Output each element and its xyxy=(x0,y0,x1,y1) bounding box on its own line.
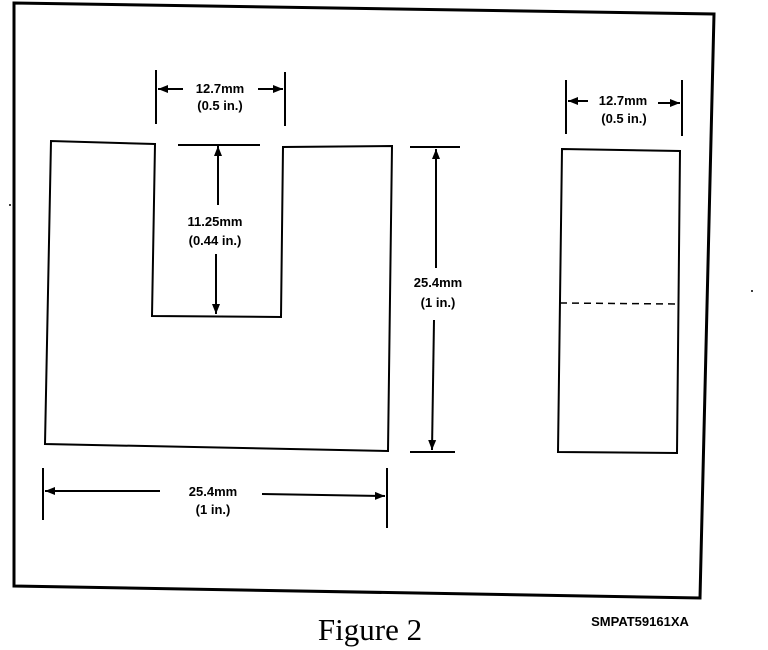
figure-caption: Figure 2 xyxy=(318,612,422,647)
block-width-metric: 25.4mm xyxy=(189,484,237,499)
side-view-hidden-line xyxy=(559,302,679,305)
block-width-dimension: 25.4mm (1 in.) xyxy=(42,468,388,528)
dimension-arrow-right xyxy=(261,491,386,500)
slot-width-dimension: 12.7mm (0.5 in.) xyxy=(155,70,286,126)
block-height-imperial: (1 in.) xyxy=(421,295,456,310)
figure-code: SMPAT59161XA xyxy=(591,614,689,629)
slot-depth-imperial: (0.44 in.) xyxy=(189,233,242,248)
slot-depth-dimension: 11.25mm (0.44 in.) xyxy=(188,146,243,314)
slot-width-metric: 12.7mm xyxy=(196,81,244,96)
block-width-imperial: (1 in.) xyxy=(196,502,231,517)
speck xyxy=(9,204,11,206)
side-width-metric: 12.7mm xyxy=(599,93,647,108)
side-width-imperial: (0.5 in.) xyxy=(601,111,647,126)
slot-width-imperial: (0.5 in.) xyxy=(197,98,243,113)
dimension-arrow-down xyxy=(428,319,437,451)
block-height-dimension: 25.4mm (1 in.) xyxy=(410,146,462,453)
side-view-outline xyxy=(556,147,682,455)
figure-frame xyxy=(12,1,716,600)
block-height-metric: 25.4mm xyxy=(414,275,462,290)
side-width-dimension: 12.7mm (0.5 in.) xyxy=(565,80,683,136)
speck xyxy=(751,290,753,292)
slot-depth-metric: 11.25mm xyxy=(188,214,243,229)
u-block-outline xyxy=(43,139,394,453)
